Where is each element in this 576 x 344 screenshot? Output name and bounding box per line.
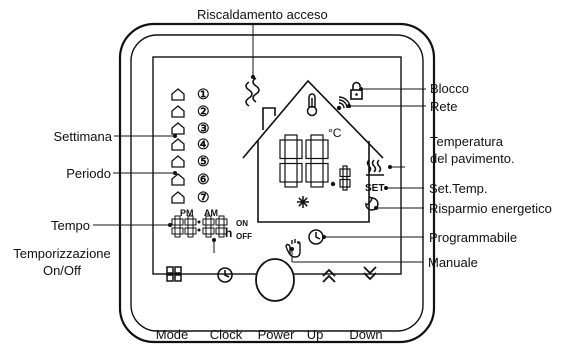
- callout-network: Rete: [430, 99, 457, 114]
- period-number: ⑦: [197, 190, 210, 205]
- callout-floor-temp-line2: del pavimento.: [430, 151, 515, 166]
- up-button-label[interactable]: Up: [307, 327, 324, 342]
- callout-week: Settimana: [53, 129, 112, 144]
- temp-unit: °C: [328, 126, 341, 141]
- down-button-label[interactable]: Down: [349, 327, 382, 342]
- decimal-point: [331, 182, 335, 186]
- period-number: ④: [197, 137, 210, 152]
- period-number: ③: [197, 121, 210, 136]
- callout-timer-line2: On/Off: [2, 263, 122, 278]
- power-button: [256, 259, 294, 301]
- lcd-screen: [153, 57, 401, 274]
- snowflake-icon: [297, 196, 309, 208]
- callout-timer-line1: Temporizzazione: [2, 246, 122, 261]
- clock-colon-top: [198, 221, 201, 224]
- hour-unit: h: [225, 226, 232, 241]
- callout-programmable: Programmabile: [429, 230, 517, 245]
- callout-floor-temp-line1: Temperatura: [430, 134, 503, 149]
- set-label: SET: [365, 181, 384, 196]
- period-number: ⑤: [197, 154, 210, 169]
- timer-off: OFF: [236, 229, 252, 244]
- power-button-label[interactable]: Power: [258, 327, 295, 342]
- callout-set-temp: Set.Temp.: [429, 181, 488, 196]
- clock-button-label[interactable]: Clock: [210, 327, 243, 342]
- period-number: ②: [197, 104, 210, 119]
- mode-button-label[interactable]: Mode: [156, 327, 189, 342]
- callout-manual: Manuale: [428, 255, 478, 270]
- period-number: ①: [197, 87, 210, 102]
- callout-heating-on: Riscaldamento acceso: [197, 7, 328, 22]
- period-number: ⑥: [197, 172, 210, 187]
- callout-lock: Blocco: [430, 81, 469, 96]
- clock-colon-bottom: [198, 229, 201, 232]
- am-label: AM: [204, 206, 218, 221]
- callout-energy-saving: Risparmio energetico: [429, 201, 552, 216]
- pm-label: PM: [180, 206, 194, 221]
- callout-period: Periodo: [66, 166, 111, 181]
- callout-time: Tempo: [51, 218, 90, 233]
